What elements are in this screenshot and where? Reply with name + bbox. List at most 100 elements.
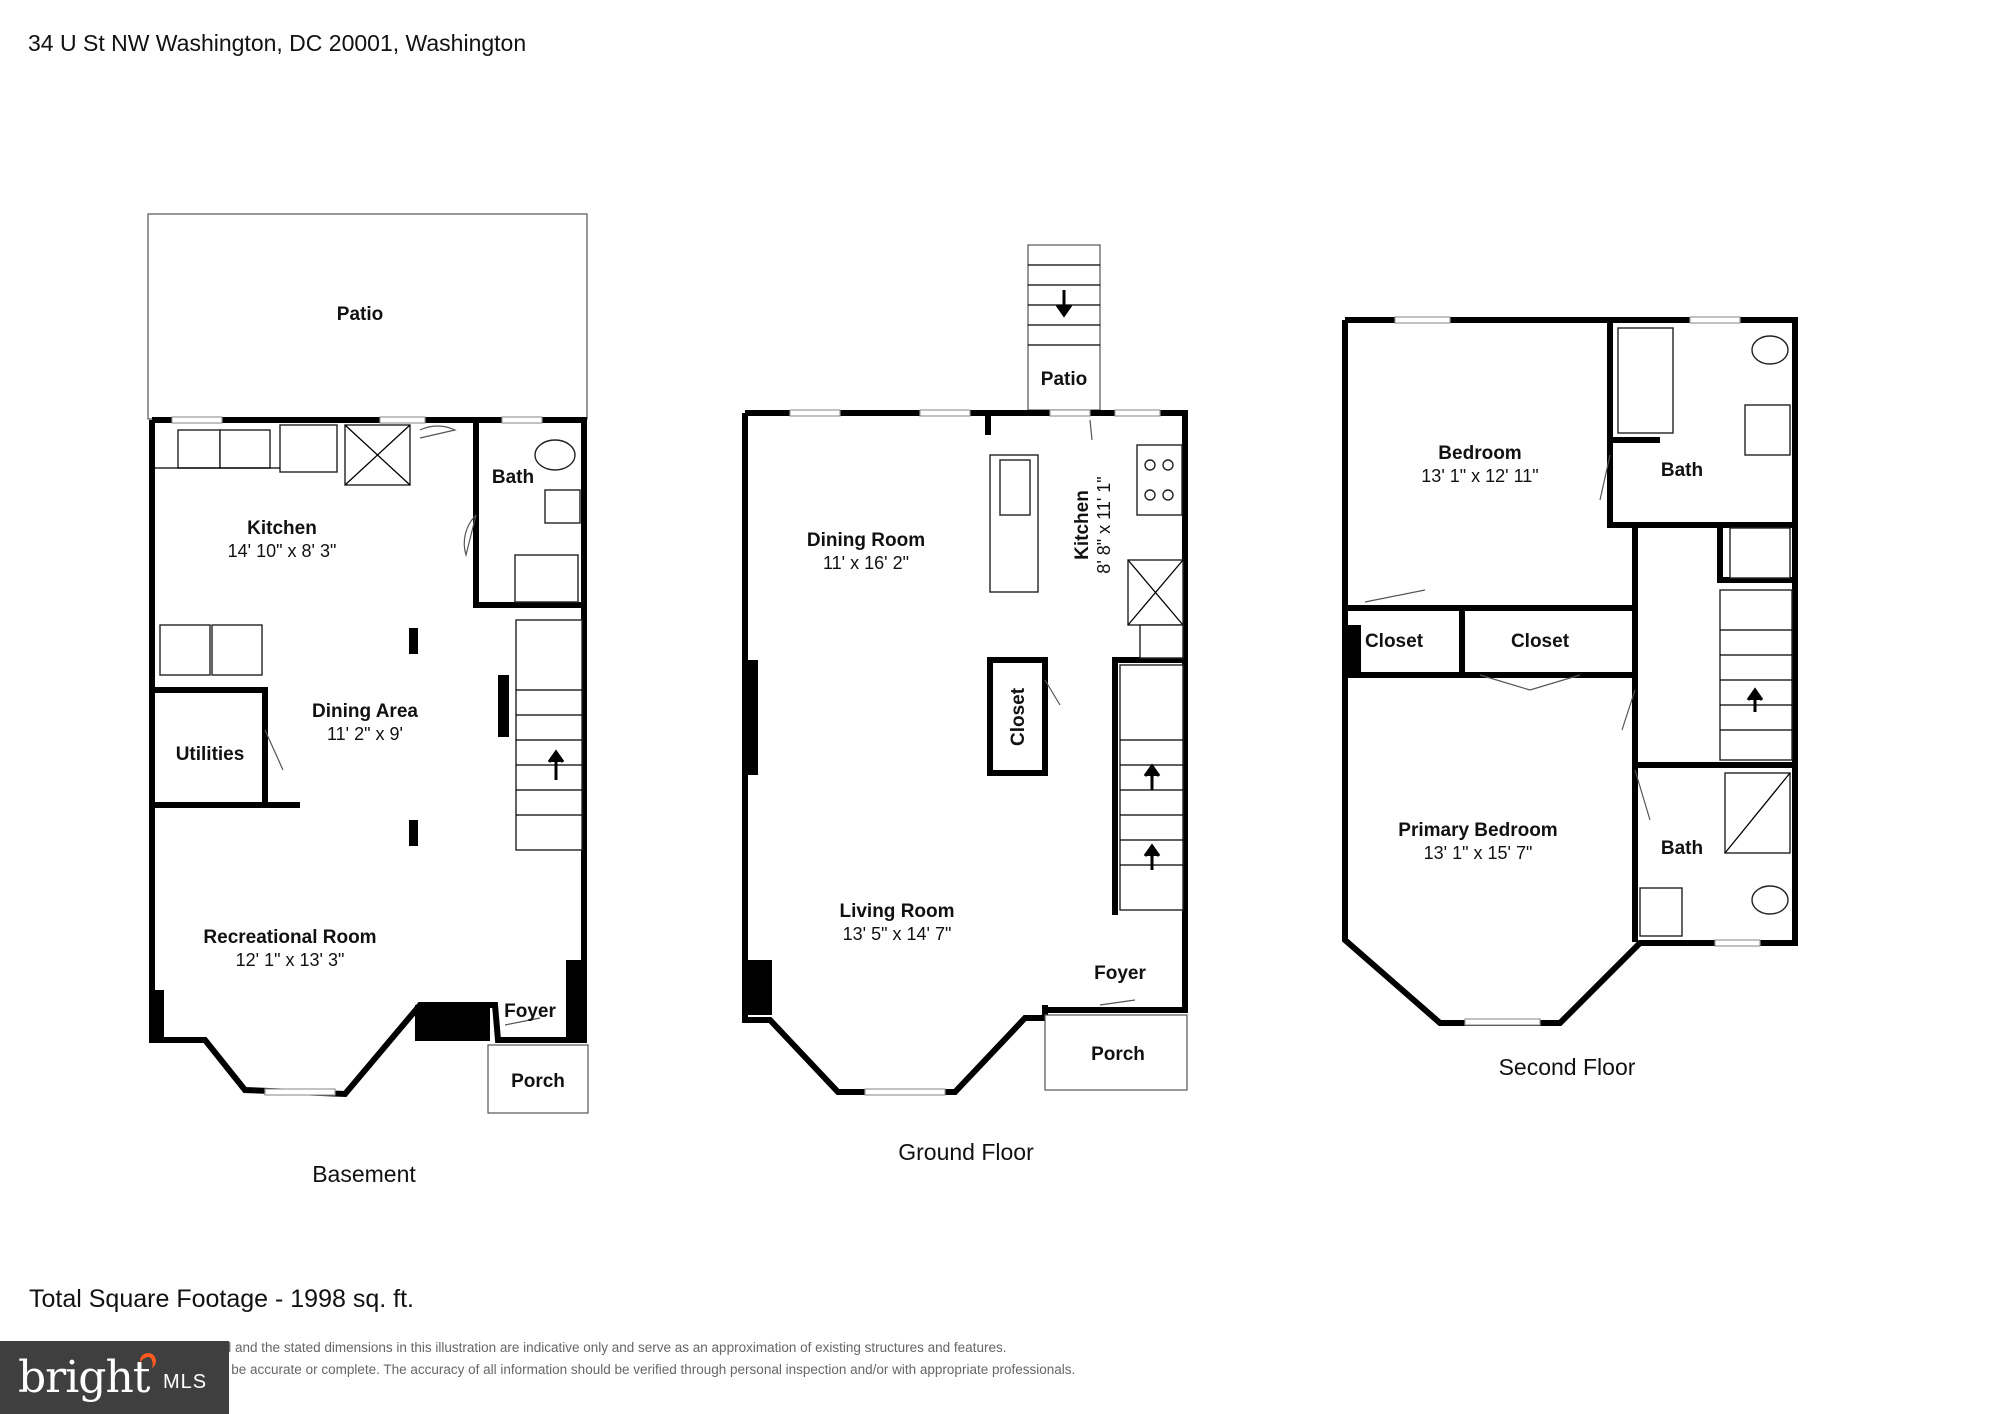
second-bath-top-wall (1607, 320, 1795, 528)
basement-window-1 (171, 416, 223, 424)
ground-outer-wall-right (745, 410, 1188, 1013)
ground-closet-label: Closet (1008, 687, 1029, 746)
basement-bath-wall (473, 420, 584, 608)
basement-kitchen-label: Kitchen (247, 518, 317, 539)
basement-column-2 (409, 820, 418, 846)
ground-rear-door (1089, 419, 1093, 441)
second-bedroom-dims: 13' 1" x 12' 11" (1421, 466, 1538, 486)
ground-front-door (1099, 999, 1136, 1006)
ground-burner (1144, 489, 1156, 501)
ground-dining-dims: 11' x 16' 2" (823, 553, 909, 573)
basement-kitchen-counter (219, 429, 271, 469)
basement-stairs (515, 619, 583, 851)
disclaimer-line-2: d to be accurate or complete. The accura… (205, 1362, 1076, 1377)
second-lower-bath-door (1634, 769, 1651, 821)
ground-dining-label: Dining Room (807, 530, 925, 551)
basement-window-2 (379, 416, 426, 424)
basement-right-pier (566, 960, 586, 1040)
basement-stair-wall (498, 675, 509, 737)
ground-patio-area (1027, 244, 1101, 411)
basement-column-1 (409, 628, 418, 654)
basement-fridge-x2 (344, 424, 411, 486)
basement-patio-label: Patio (337, 304, 383, 325)
ground-pantry (1139, 624, 1184, 659)
ground-burner (1162, 489, 1174, 501)
ground-floor-plan: Patio Dining Room 11' x 16' 2" Kitchen 8… (742, 244, 1188, 1165)
second-window-3 (1464, 1018, 1541, 1026)
basement-utilities-door (264, 729, 284, 771)
second-primary-label: Primary Bedroom (1398, 820, 1557, 841)
total-square-footage: Total Square Footage - 1998 sq. ft. (29, 1285, 414, 1313)
disclaimer-line-1: ated and the stated dimensions in this i… (205, 1340, 1007, 1355)
up-arrow-icon (1143, 763, 1161, 790)
second-bedroom-door (1364, 589, 1426, 603)
basement-shower (514, 554, 579, 603)
logo-suffix: MLS (163, 1371, 208, 1393)
basement-utilities-wall (152, 687, 300, 808)
basement-kitchen-dims: 14' 10" x 8' 3" (228, 541, 337, 561)
ground-left-pier-2 (742, 960, 772, 1015)
basement-dining-dims: 11' 2" x 9' (327, 724, 403, 744)
second-closet-pier (1345, 625, 1361, 673)
second-primary-door (1621, 689, 1636, 731)
second-window-1 (1394, 316, 1451, 324)
basement-range (279, 424, 338, 473)
basement-window-3 (501, 416, 543, 424)
basement-floor-label: Basement (312, 1161, 416, 1187)
second-bath-top-label: Bath (1661, 460, 1703, 481)
second-window-4 (1714, 939, 1761, 947)
ground-patio-label: Patio (1041, 369, 1087, 390)
second-bath-bottom-label: Bath (1661, 838, 1703, 859)
second-linen-wall (1717, 525, 1795, 583)
ground-range (1136, 444, 1183, 516)
logo-wordmark: bright (18, 1352, 150, 1403)
basement-fireplace (415, 1005, 490, 1041)
second-bedroom-label: Bedroom (1438, 443, 1521, 464)
second-bath-door (1599, 454, 1611, 501)
basement-kitchen-sink (177, 429, 221, 469)
basement-bath-label: Bath (492, 467, 534, 488)
ground-window-1 (789, 409, 841, 417)
basement-utilities-label: Utilities (176, 744, 245, 765)
ground-closet-door (1044, 679, 1061, 706)
ground-stair-wall (1112, 657, 1185, 915)
up-arrow-icon (547, 749, 565, 780)
basement-bath-door (463, 514, 477, 558)
basement-foyer-door (504, 1017, 541, 1026)
second-window-2 (1689, 316, 1741, 324)
ground-window-3 (1049, 409, 1091, 417)
up-arrow-icon (1143, 843, 1161, 870)
ground-porch-label: Porch (1091, 1044, 1145, 1065)
basement-door-swing (419, 425, 457, 439)
second-bathtub (1617, 327, 1674, 434)
basement-toilet (534, 439, 576, 471)
ground-closet-box (987, 657, 1048, 776)
ground-kitchen-dims: 8' 8" x 11' 1" (1094, 476, 1114, 573)
bright-mls-logo: bright MLS (0, 1341, 229, 1414)
ground-floor-label: Ground Floor (898, 1139, 1034, 1165)
ground-living-label: Living Room (839, 901, 954, 922)
second-closet-doors (1479, 674, 1581, 691)
ground-living-dims: 13' 5" x 14' 7" (843, 924, 952, 944)
second-sink-bottom (1639, 887, 1683, 937)
second-toilet-bottom (1751, 885, 1789, 915)
ground-foyer-label: Foyer (1094, 963, 1146, 984)
basement-plan: Patio Kitchen 14' 10" x 8' 3" Bath Dinin… (147, 213, 589, 1187)
second-closet-right-label: Closet (1511, 631, 1570, 652)
basement-recreational-dims: 12' 1" x 13' 3" (236, 950, 345, 970)
ground-kitchen-sink (999, 459, 1031, 516)
property-address: 34 U St NW Washington, DC 20001, Washing… (28, 30, 527, 56)
ground-left-pier-1 (742, 660, 758, 775)
ground-fridge-x2 (1127, 559, 1184, 626)
second-linen-closet (1729, 527, 1791, 579)
second-sink-top (1744, 404, 1791, 456)
second-shower-diag (1724, 772, 1791, 854)
basement-porch-area (487, 1044, 589, 1114)
basement-foyer-label: Foyer (504, 1001, 556, 1022)
basement-porch-label: Porch (511, 1071, 565, 1092)
ground-window-2 (919, 409, 971, 417)
down-arrow-icon (1055, 290, 1073, 318)
ground-kitchen-label: Kitchen (1072, 490, 1093, 560)
second-floor-label: Second Floor (1499, 1054, 1636, 1080)
